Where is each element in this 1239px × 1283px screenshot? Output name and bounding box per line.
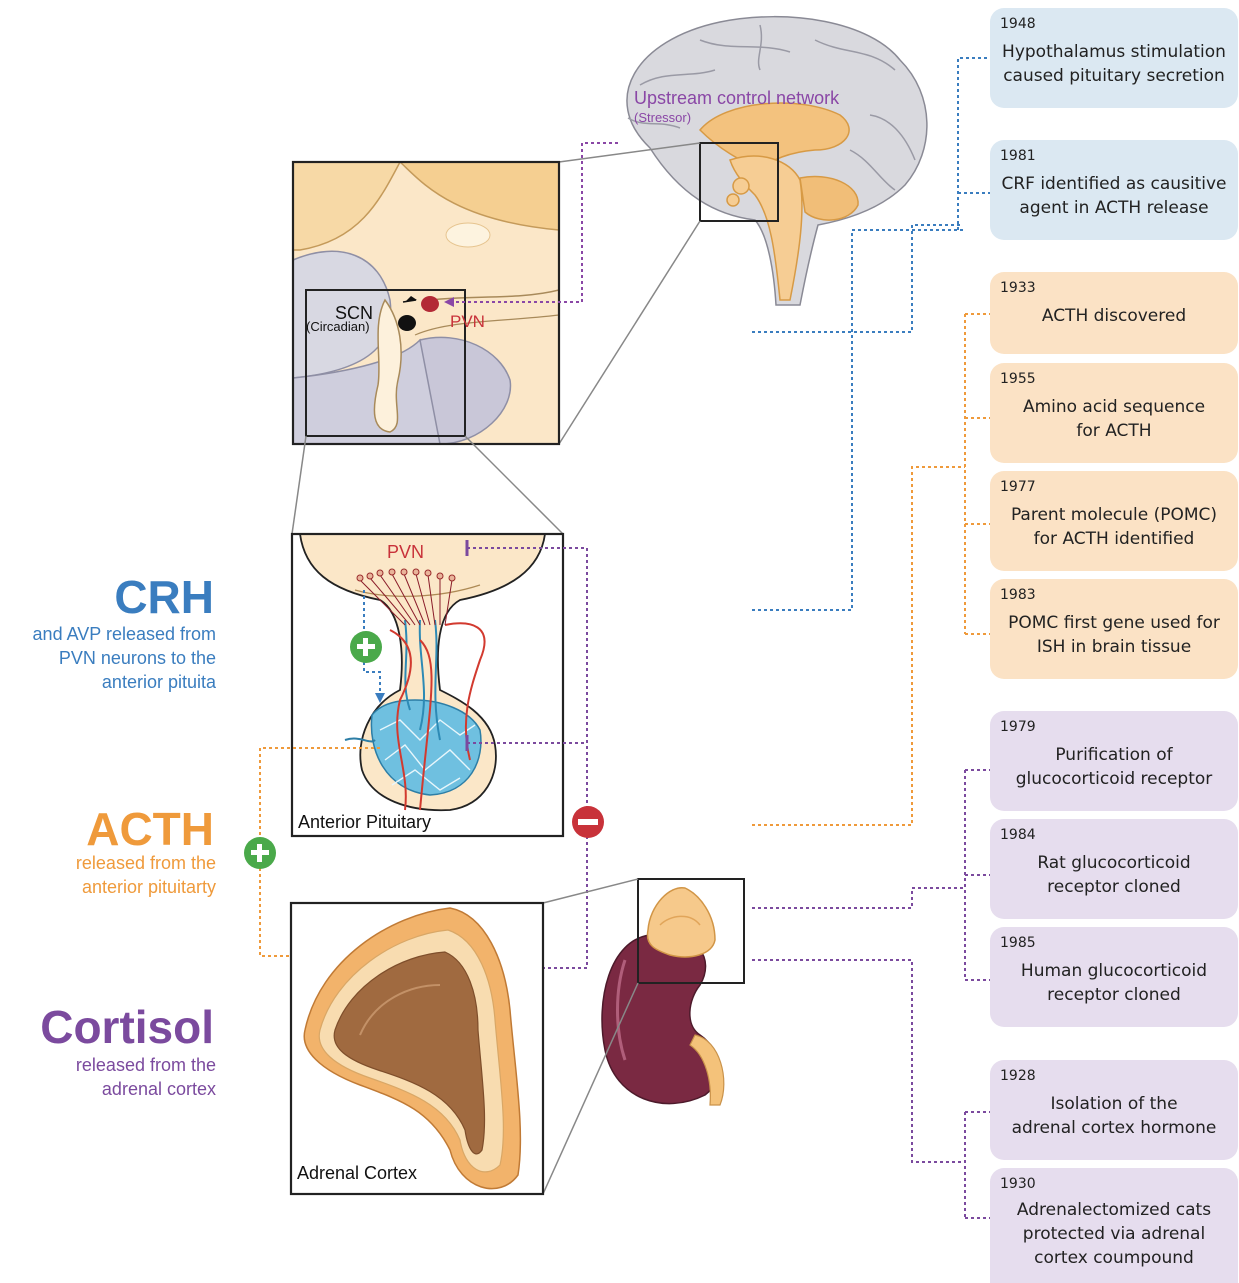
timeline-card-1933: 1933 ACTH discovered [990,272,1238,354]
card-year: 1984 [1000,827,1228,843]
card-year: 1983 [1000,587,1228,603]
timeline-card-1977: 1977 Parent molecule (POMC)for ACTH iden… [990,471,1238,571]
kidney-adrenal-illustration [602,879,744,1105]
stressor-label: (Stressor) [634,110,691,125]
acth-title: ACTH [86,806,214,852]
card-year: 1933 [1000,280,1228,296]
anterior-pituitary-label: Anterior Pituitary [298,812,431,833]
circadian-label: (Circadian) [306,319,370,334]
crh-title: CRH [114,574,214,620]
scn-nucleus [398,315,416,331]
adrenal-cortex-inset [291,903,543,1194]
cortisol-description: released from the adrenal cortex [76,1053,216,1101]
crh-description: and AVP released from PVN neurons to the… [33,622,216,694]
plus-icon [350,631,382,663]
plus-icon [244,837,276,869]
pvn-pituitary-label: PVN [387,542,424,563]
card-year: 1979 [1000,719,1228,735]
minus-icon [572,806,604,838]
brain-illustration [627,17,927,305]
card-year: 1930 [1000,1176,1228,1192]
card-year: 1948 [1000,16,1228,32]
pvn-hypothalamus-label: PVN [450,312,485,332]
card-desc: ACTH discovered [1000,304,1228,328]
card-desc: Parent molecule (POMC)for ACTH identifie… [1000,503,1228,551]
upstream-label: Upstream control network [634,88,839,109]
acth-description: released from the anterior pituitarty [76,851,216,899]
card-year: 1985 [1000,935,1228,951]
card-year: 1977 [1000,479,1228,495]
adrenal-cortex-label: Adrenal Cortex [297,1163,417,1184]
card-year: 1981 [1000,148,1228,164]
hypothalamus-inset [293,162,559,444]
card-year: 1928 [1000,1068,1228,1084]
card-year: 1955 [1000,371,1228,387]
pvn-nucleus [421,296,439,312]
pituitary-inset [292,534,563,836]
cortisol-title: Cortisol [40,1004,214,1050]
